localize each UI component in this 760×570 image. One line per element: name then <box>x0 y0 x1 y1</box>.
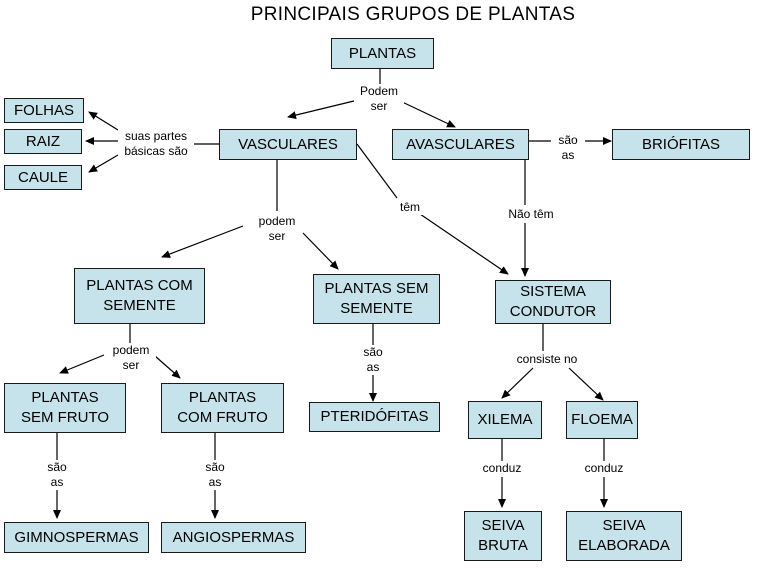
node-caule: CAULE <box>4 165 82 190</box>
node-floema: FLOEMA <box>566 401 638 439</box>
node-plantas-com-fruto: PLANTAS COM FRUTO <box>161 383 284 433</box>
label-suas-partes: suas partes básicas são <box>118 129 194 159</box>
label-podem-ser-main: Podem ser <box>354 84 404 114</box>
label-tem: têm <box>393 200 427 215</box>
label-sao-as-angiospermas: são as <box>198 460 232 490</box>
label-nao-tem: Não têm <box>500 207 562 222</box>
node-seiva-bruta: SEIVA BRUTA <box>464 511 542 561</box>
node-plantas-sem-semente: PLANTAS SEM SEMENTE <box>313 274 440 324</box>
label-sao-as-gimnospermas: são as <box>40 460 74 490</box>
label-sao-as-briofitas: são as <box>551 133 585 163</box>
arrow-to-folhas <box>88 111 119 131</box>
node-vasculares: VASCULARES <box>219 129 357 160</box>
arrow-to-xilema <box>501 367 534 399</box>
node-raiz: RAIZ <box>4 129 82 154</box>
node-seiva-elaborada: SEIVA ELABORADA <box>566 511 682 561</box>
label-conduz-floema: conduz <box>578 461 630 476</box>
node-briofitas: BRIÓFITAS <box>612 129 750 160</box>
arrow-to-sem-semente <box>302 232 339 270</box>
label-consiste-no: consiste no <box>509 352 585 367</box>
arrow-to-vasculares <box>287 99 359 119</box>
label-podem-ser-vasculares: podem ser <box>252 214 302 244</box>
node-plantas-sem-fruto: PLANTAS SEM FRUTO <box>4 383 126 433</box>
node-gimnospermas: GIMNOSPERMAS <box>4 522 149 553</box>
label-podem-ser-semente: podem ser <box>106 343 156 373</box>
page-title: PRINCIPAIS GRUPOS DE PLANTAS <box>250 4 576 25</box>
node-avasculares: AVASCULARES <box>392 129 529 160</box>
arrow-to-sem-fruto <box>59 354 105 374</box>
connector-vasculares-tem <box>356 143 398 199</box>
arrow-to-caule <box>88 154 119 173</box>
node-folhas: FOLHAS <box>4 98 84 123</box>
node-xilema: XILEMA <box>468 401 542 439</box>
node-angiospermas: ANGIOSPERMAS <box>161 522 306 553</box>
node-plantas: PLANTAS <box>331 38 434 69</box>
node-plantas-com-semente: PLANTAS COM SEMENTE <box>74 268 205 324</box>
label-conduz-xilema: conduz <box>476 461 528 476</box>
label-sao-as-pteridofitas: são as <box>356 345 390 375</box>
node-sistema-condutor: SISTEMA CONDUTOR <box>495 280 611 324</box>
node-pteridofitas: PTERIDÓFITAS <box>309 402 440 432</box>
arrow-to-avasculares <box>397 99 456 128</box>
arrow-to-com-semente <box>161 225 244 258</box>
arrow-tem-to-sistema <box>419 213 509 275</box>
arrow-to-floema <box>568 367 604 401</box>
arrow-to-com-fruto <box>154 355 181 379</box>
